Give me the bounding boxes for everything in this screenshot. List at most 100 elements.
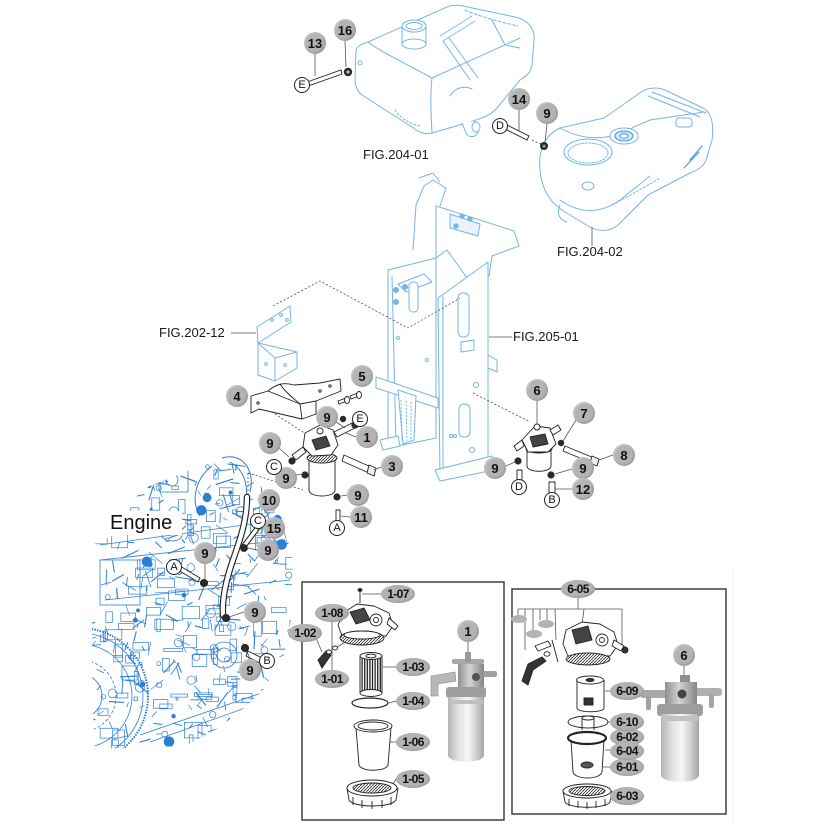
inset-6-callout-6-10[interactable]: 6-10 — [610, 713, 644, 731]
inset-6-callout-6-09[interactable]: 6-09 — [610, 682, 644, 700]
callout-badge-9[interactable]: 9 — [536, 102, 558, 124]
callout-badge-15[interactable]: 15 — [263, 517, 285, 539]
engine-detail-stroke — [281, 511, 290, 522]
inset-1-callout-1-01[interactable]: 1-01 — [315, 670, 349, 688]
inset-6-callout-6-05[interactable]: 6-05 — [561, 580, 595, 598]
inset-1-callout-1-03[interactable]: 1-03 — [396, 658, 430, 676]
inset-1-callout-1-07[interactable]: 1-07 — [381, 585, 415, 603]
engine-detail-stroke — [130, 467, 142, 472]
engine-detail-stroke — [188, 704, 193, 710]
engine-detail-stroke — [132, 680, 149, 694]
engine-detail-stroke — [121, 549, 139, 559]
callout-badge-4[interactable]: 4 — [226, 385, 248, 407]
inset-1-callout-1-08[interactable]: 1-08 — [315, 604, 349, 622]
engine-detail-stroke — [156, 661, 162, 666]
engine-detail-stroke — [147, 641, 152, 656]
engine-detail-stroke — [92, 499, 96, 502]
callout-badge-9[interactable]: 9 — [347, 484, 369, 506]
inset-1-callout-1-05[interactable]: 1-05 — [396, 770, 430, 788]
engine-detail-stroke — [187, 514, 192, 531]
callout-badge-9[interactable]: 9 — [484, 457, 506, 479]
engine-detail-stroke — [140, 576, 144, 589]
inset-1-callout-1[interactable]: 1 — [457, 620, 479, 642]
engine-detail-stroke — [196, 649, 215, 655]
callout-badge-3[interactable]: 3 — [381, 455, 403, 477]
engine-detail-stroke — [127, 656, 137, 665]
inset-6-callout-6[interactable]: 6 — [673, 644, 695, 666]
engine-detail-stroke — [225, 497, 241, 507]
callout-badge-9[interactable]: 9 — [239, 659, 261, 681]
engine-detail-stroke — [224, 701, 227, 711]
engine-detail-stroke — [274, 715, 279, 725]
engine-detail-stroke — [175, 576, 193, 581]
engine-detail-stroke — [130, 494, 145, 498]
callout-badge-6[interactable]: 6 — [526, 379, 548, 401]
engine-detail-stroke — [92, 621, 96, 625]
engine-detail-stroke — [281, 510, 288, 517]
engine-detail-stroke — [173, 722, 183, 727]
fuel-tank-fig-204-02 — [539, 87, 714, 231]
inset-6-callout-6-04[interactable]: 6-04 — [610, 742, 644, 760]
engine-detail-stroke — [207, 727, 220, 733]
engine-detail-stroke — [118, 623, 135, 630]
engine-detail-stroke — [175, 697, 179, 701]
callout-badge-5[interactable]: 5 — [351, 365, 373, 387]
callout-badge-14[interactable]: 14 — [508, 88, 530, 110]
engine-detail-stroke — [247, 553, 256, 562]
callout-badge-12[interactable]: 12 — [572, 478, 594, 500]
engine-detail-stroke — [186, 675, 196, 685]
engine-detail-stroke — [213, 463, 223, 472]
engine-detail-stroke — [188, 579, 196, 586]
callout-badge-9[interactable]: 9 — [275, 467, 297, 489]
engine-detail-stroke — [124, 642, 129, 651]
callout-badge-9[interactable]: 9 — [316, 406, 338, 428]
bolts-5 — [337, 391, 362, 405]
engine-detail-stroke — [272, 562, 287, 565]
callout-badge-13[interactable]: 13 — [304, 32, 326, 54]
callout-badge-9[interactable]: 9 — [259, 432, 281, 454]
engine-detail-stroke — [224, 656, 231, 663]
engine-detail-stroke — [253, 631, 256, 650]
engine-detail-stroke — [188, 734, 194, 749]
engine-detail-stroke — [184, 526, 195, 540]
engine-detail-stroke — [144, 463, 148, 470]
engine-detail-stroke — [125, 604, 130, 617]
callout-badge-10[interactable]: 10 — [258, 489, 280, 511]
callout-badge-11[interactable]: 11 — [350, 506, 372, 528]
inset-6-callout-6-03[interactable]: 6-03 — [610, 787, 644, 805]
callout-badge-7[interactable]: 7 — [573, 402, 595, 424]
engine-detail-stroke — [205, 608, 216, 619]
engine-detail-stroke — [144, 615, 148, 628]
engine-detail-stroke — [92, 636, 97, 641]
engine-detail-stroke — [93, 511, 101, 520]
engine-detail-stroke — [228, 684, 236, 693]
engine-detail-stroke — [227, 621, 237, 631]
callout-badge-16[interactable]: 16 — [334, 19, 356, 41]
engine-detail-stroke — [132, 642, 149, 651]
engine-detail-stroke — [284, 536, 293, 546]
engine-detail-stroke — [119, 675, 138, 678]
engine-detail-stroke — [128, 586, 148, 595]
engine-detail-stroke — [243, 734, 261, 741]
inset-1-callout-1-02[interactable]: 1-02 — [288, 624, 322, 642]
callout-badge-9[interactable]: 9 — [257, 539, 279, 561]
engine-detail-stroke — [181, 592, 187, 598]
engine-detail-stroke — [219, 487, 234, 496]
engine-detail-stroke — [285, 727, 289, 733]
callout-badge-8[interactable]: 8 — [613, 444, 635, 466]
callout-badge-9[interactable]: 9 — [194, 542, 216, 564]
connector-marker-e: E — [352, 411, 368, 427]
engine-detail-stroke — [181, 605, 200, 620]
inset-1-callout-1-04[interactable]: 1-04 — [396, 692, 430, 710]
callout-badge-1[interactable]: 1 — [356, 426, 378, 448]
engine-detail-stroke — [122, 472, 135, 475]
engine-detail-stroke — [231, 465, 235, 474]
callout-badge-9[interactable]: 9 — [572, 457, 594, 479]
inset-6-callout-6-02[interactable]: 6-02 — [610, 728, 644, 746]
inset-6-callout-6-01[interactable]: 6-01 — [610, 758, 644, 776]
engine-detail-stroke — [168, 534, 179, 539]
callout-badge-9[interactable]: 9 — [244, 601, 266, 623]
engine-detail-stroke — [152, 462, 165, 469]
inset-1-callout-1-06[interactable]: 1-06 — [396, 733, 430, 751]
engine-detail-stroke — [192, 653, 201, 661]
